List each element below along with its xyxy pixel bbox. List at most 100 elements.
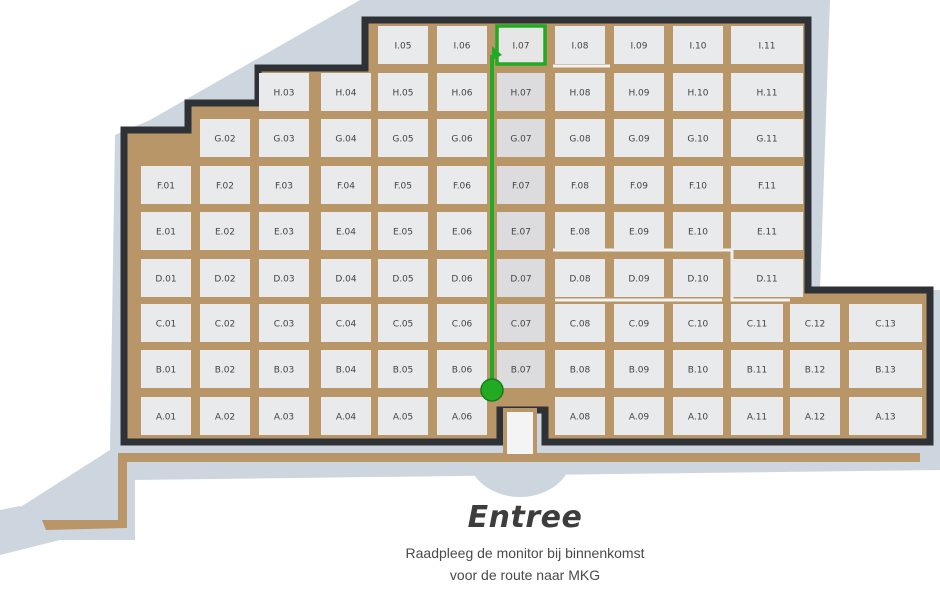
room-label: C.02 xyxy=(215,320,236,330)
room-label: D.07 xyxy=(510,275,531,285)
room-tile xyxy=(437,397,487,435)
room-c-06: C.06 xyxy=(437,304,487,342)
room-label: I.07 xyxy=(513,42,530,52)
room-h-08: H.08 xyxy=(555,73,605,111)
room-label: B.01 xyxy=(156,366,177,376)
room-tile xyxy=(200,304,250,342)
room-b-03: B.03 xyxy=(259,350,309,388)
room-tile xyxy=(673,259,723,297)
room-label: A.05 xyxy=(393,413,413,423)
room-f-01: F.01 xyxy=(141,166,191,204)
room-label: I.08 xyxy=(572,42,589,52)
room-a-09: A.09 xyxy=(614,397,664,435)
room-a-10: A.10 xyxy=(673,397,723,435)
room-tile xyxy=(141,259,191,297)
room-h-11: H.11 xyxy=(731,73,803,111)
room-b-02: B.02 xyxy=(200,350,250,388)
room-d-04: D.04 xyxy=(321,259,371,297)
room-b-07: B.07 xyxy=(497,350,545,388)
room-tile xyxy=(378,397,428,435)
room-label: G.05 xyxy=(392,135,413,145)
room-e-03: E.03 xyxy=(259,212,309,250)
room-label: G.04 xyxy=(335,135,357,145)
room-label: B.11 xyxy=(747,366,768,376)
room-label: F.09 xyxy=(630,182,648,192)
room-tile xyxy=(790,350,840,388)
room-label: F.06 xyxy=(453,182,471,192)
room-d-11: D.11 xyxy=(731,259,803,297)
room-h-06: H.06 xyxy=(437,73,487,111)
room-label: C.01 xyxy=(156,320,177,330)
room-tile xyxy=(555,259,605,297)
room-tile xyxy=(673,212,723,250)
room-tile xyxy=(555,350,605,388)
room-tile xyxy=(378,259,428,297)
room-label: H.07 xyxy=(511,89,532,99)
room-tile xyxy=(259,73,309,111)
room-label: E.09 xyxy=(629,228,649,238)
room-c-09: C.09 xyxy=(614,304,664,342)
room-c-08: C.08 xyxy=(555,304,605,342)
room-label: B.08 xyxy=(570,366,591,376)
room-label: B.07 xyxy=(511,366,532,376)
room-tile xyxy=(259,304,309,342)
room-tile xyxy=(673,119,723,157)
room-tile xyxy=(497,212,545,250)
room-tile xyxy=(437,73,487,111)
room-c-13: C.13 xyxy=(849,304,922,342)
room-d-01: D.01 xyxy=(141,259,191,297)
room-tile xyxy=(321,350,371,388)
room-a-03: A.03 xyxy=(259,397,309,435)
room-tile xyxy=(673,397,723,435)
room-tile xyxy=(497,350,545,388)
room-label: I.06 xyxy=(454,42,471,52)
room-label: E.11 xyxy=(757,228,777,238)
room-tile xyxy=(259,397,309,435)
room-label: A.02 xyxy=(215,413,235,423)
room-tile xyxy=(378,119,428,157)
room-label: C.13 xyxy=(875,320,896,330)
room-label: H.05 xyxy=(393,89,414,99)
room-label: G.03 xyxy=(273,135,294,145)
room-label: I.11 xyxy=(759,42,776,52)
room-label: D.10 xyxy=(687,275,709,285)
room-tile xyxy=(555,304,605,342)
room-label: D.01 xyxy=(155,275,176,285)
room-label: D.06 xyxy=(451,275,473,285)
room-label: D.09 xyxy=(628,275,650,285)
room-tile xyxy=(200,259,250,297)
room-label: G.11 xyxy=(756,135,777,145)
room-tile xyxy=(437,166,487,204)
room-tile xyxy=(378,212,428,250)
room-label: F.03 xyxy=(275,182,293,192)
room-label: C.09 xyxy=(629,320,650,330)
room-label: I.05 xyxy=(395,42,412,52)
room-tile xyxy=(731,119,803,157)
room-tile xyxy=(141,397,191,435)
room-tile xyxy=(259,119,309,157)
route-start-marker xyxy=(480,378,504,402)
room-d-05: D.05 xyxy=(378,259,428,297)
room-tile xyxy=(614,397,664,435)
room-label: F.05 xyxy=(394,182,412,192)
room-g-02: G.02 xyxy=(200,119,250,157)
room-label: B.03 xyxy=(274,366,295,376)
room-h-09: H.09 xyxy=(614,73,664,111)
room-label: A.11 xyxy=(747,413,767,423)
room-e-01: E.01 xyxy=(141,212,191,250)
route-arrow xyxy=(492,46,502,60)
room-label: F.10 xyxy=(689,182,707,192)
room-tile xyxy=(555,119,605,157)
room-label: H.06 xyxy=(452,89,473,99)
room-label: G.10 xyxy=(687,135,709,145)
room-a-04: A.04 xyxy=(321,397,371,435)
room-label: E.03 xyxy=(274,228,294,238)
room-tile xyxy=(259,259,309,297)
room-a-13: A.13 xyxy=(849,397,922,435)
room-tile xyxy=(555,397,605,435)
room-tile xyxy=(731,212,803,250)
room-label: C.03 xyxy=(274,320,295,330)
room-tile xyxy=(731,73,803,111)
